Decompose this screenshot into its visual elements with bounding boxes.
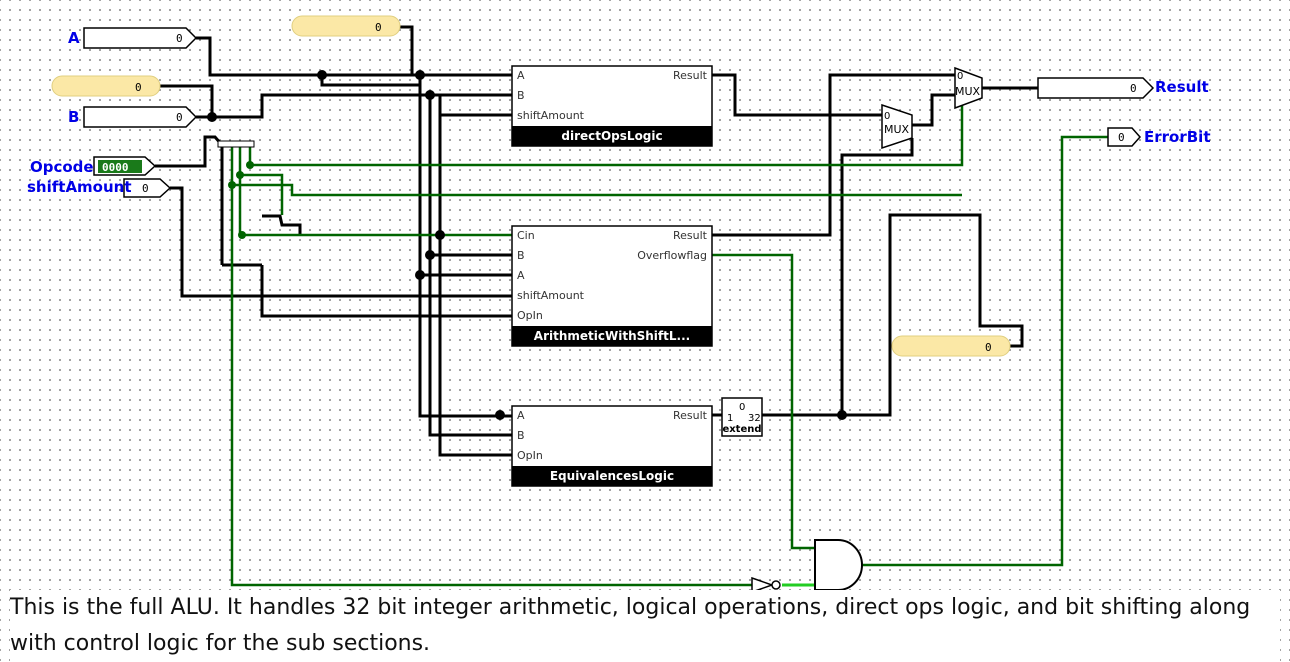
- svg-text:A: A: [517, 409, 525, 422]
- svg-text:shiftAmount: shiftAmount: [517, 109, 585, 122]
- label-b: B: [68, 108, 80, 126]
- green-junctions: [228, 161, 254, 239]
- output-pin-result[interactable]: 0: [1037, 77, 1155, 99]
- svg-text:0: 0: [739, 402, 745, 413]
- not-gate[interactable]: [751, 576, 781, 594]
- svg-text:Result: Result: [673, 409, 708, 422]
- svg-text:OpIn: OpIn: [517, 309, 543, 322]
- mux-upper[interactable]: 0 MUX: [954, 66, 983, 110]
- bus-wires: [155, 25, 1038, 457]
- junctions: [207, 70, 847, 420]
- input-pin-shiftamount[interactable]: 0: [123, 178, 172, 198]
- label-result: Result: [1155, 78, 1209, 96]
- equivalences-block[interactable]: A B OpIn Result EquivalencesLogic: [511, 405, 713, 487]
- svg-text:B: B: [517, 429, 525, 442]
- input-pin-b[interactable]: 0: [83, 106, 198, 128]
- label-opcode: Opcode: [30, 158, 94, 176]
- directopslogic-block[interactable]: A B shiftAmount Result directOpsLogic: [511, 65, 713, 147]
- mux-lower[interactable]: 0 MUX: [881, 103, 913, 150]
- label-a: A: [68, 29, 80, 47]
- svg-text:0: 0: [375, 21, 382, 34]
- equivalences-title: EquivalencesLogic: [550, 469, 674, 483]
- svg-text:0: 0: [957, 71, 963, 82]
- svg-text:0: 0: [176, 32, 183, 45]
- svg-text:B: B: [517, 249, 525, 262]
- svg-text:32: 32: [748, 413, 761, 424]
- svg-text:shiftAmount: shiftAmount: [517, 289, 585, 302]
- svg-text:0: 0: [985, 341, 992, 354]
- svg-text:B: B: [517, 89, 525, 102]
- and-gate[interactable]: [814, 539, 863, 591]
- svg-text:0: 0: [1118, 131, 1125, 144]
- svg-text:extend: extend: [722, 424, 761, 435]
- svg-text:Result: Result: [673, 229, 708, 242]
- svg-text:MUX: MUX: [884, 123, 910, 136]
- arithmetic-block[interactable]: Cin B A shiftAmount OpIn Result Overflow…: [511, 225, 713, 347]
- caption: This is the full ALU. It handles 32 bit …: [10, 590, 1280, 662]
- svg-text:0: 0: [142, 182, 149, 195]
- svg-text:0: 0: [884, 111, 890, 122]
- input-pin-a[interactable]: 0: [83, 27, 198, 49]
- svg-text:0: 0: [176, 111, 183, 124]
- label-errorbit: ErrorBit: [1144, 128, 1211, 146]
- svg-text:A: A: [517, 269, 525, 282]
- svg-text:0: 0: [135, 81, 142, 94]
- output-pin-errorbit[interactable]: 0: [1107, 127, 1142, 147]
- svg-text:1: 1: [727, 413, 733, 424]
- label-shiftamount: shiftAmount: [27, 178, 132, 196]
- svg-text:0000: 0000: [102, 161, 129, 174]
- arithmetic-title: ArithmeticWithShiftL...: [534, 329, 690, 343]
- constant-right[interactable]: 0: [891, 335, 1011, 357]
- directopslogic-title: directOpsLogic: [561, 129, 662, 143]
- constant-top[interactable]: 0: [291, 15, 401, 37]
- svg-text:MUX: MUX: [955, 85, 981, 98]
- svg-text:OpIn: OpIn: [517, 449, 543, 462]
- svg-text:0: 0: [1130, 82, 1137, 95]
- bit-extender[interactable]: 0 1 32 extend: [721, 397, 763, 437]
- input-pin-opcode[interactable]: 0000: [93, 156, 157, 176]
- constant-left[interactable]: 0: [51, 75, 161, 97]
- svg-text:A: A: [517, 69, 525, 82]
- svg-text:Result: Result: [673, 69, 708, 82]
- svg-text:Overflowflag: Overflowflag: [637, 249, 707, 262]
- svg-text:Cin: Cin: [517, 229, 535, 242]
- opcode-splitter[interactable]: [217, 140, 255, 148]
